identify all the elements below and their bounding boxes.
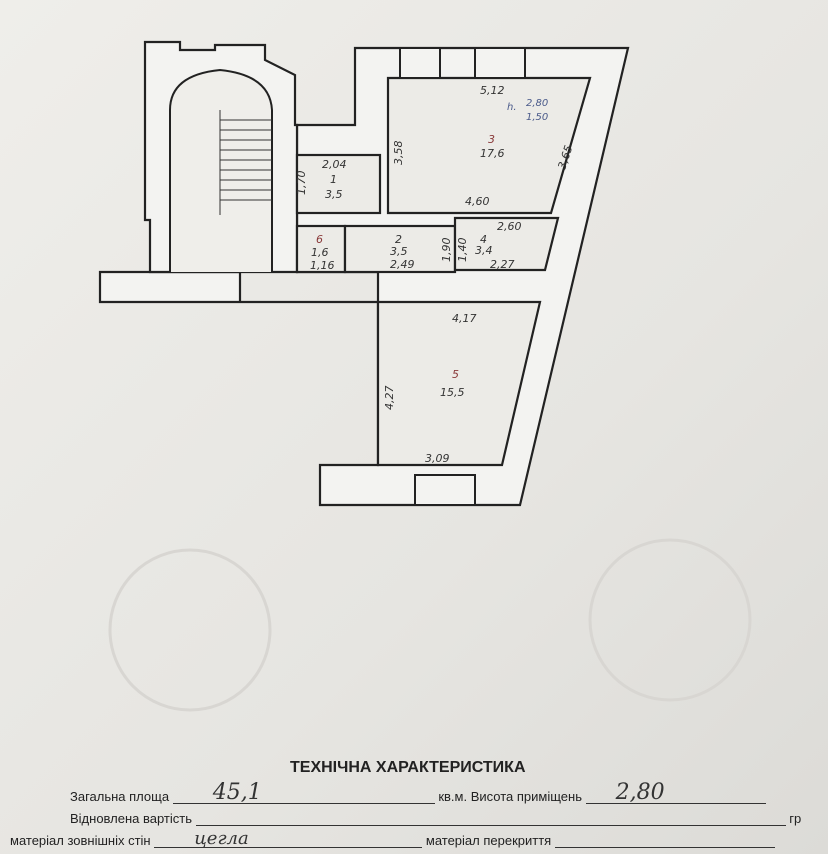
room-6-width: 1,16	[310, 259, 335, 272]
height-value: 2,80	[615, 780, 665, 805]
ceiling-material-field	[554, 833, 775, 848]
room-3-bottom-width: 4,60	[465, 195, 490, 208]
height-note-prefix: h.	[507, 102, 517, 113]
room-4-area: 3,4	[475, 244, 493, 257]
total-area-field: 45,1	[172, 780, 435, 805]
wall-material-label: матеріал зовнішніх стін	[10, 833, 151, 848]
section-title: ТЕХНІЧНА ХАРАКТЕРИСТИКА	[290, 759, 526, 776]
room-3-number: 3	[488, 133, 495, 146]
stairwell	[169, 68, 273, 272]
room-1-length: 1,70	[295, 171, 308, 196]
room-4	[453, 216, 560, 272]
room-5-area: 15,5	[440, 386, 465, 399]
room-1-area: 3,5	[325, 188, 343, 201]
faded-stamp-right	[588, 538, 752, 702]
faded-stamp-left	[108, 548, 272, 712]
room-5	[376, 300, 542, 467]
room-4-width: 2,60	[497, 220, 522, 233]
room-1-width: 2,04	[322, 158, 347, 171]
height-note-bottom: 1,50	[526, 112, 548, 123]
room-5-number: 5	[452, 368, 459, 381]
height-field: 2,80	[585, 780, 766, 805]
room-2-width: 2,49	[390, 258, 415, 271]
currency-label: гр	[789, 811, 802, 826]
room-4-bottom-width: 2,27	[490, 258, 515, 271]
room-3-length: 3,58	[392, 141, 405, 166]
restored-value-field	[195, 811, 786, 826]
stairs	[219, 110, 272, 215]
floor-plan: 2,04 1 3,5 1,70 2 3,5 2,49 1,90 5,12 h. …	[98, 40, 752, 712]
room-4-length: 1,40	[456, 238, 469, 263]
room-5-width: 4,17	[452, 312, 477, 325]
room-1	[295, 153, 382, 215]
room-1-number: 1	[330, 173, 337, 186]
room-5-bottom-width: 3,09	[425, 452, 450, 465]
room-2-length: 1,90	[440, 238, 453, 263]
room-5-length: 4,27	[383, 386, 396, 411]
room-6-area: 1,6	[311, 246, 329, 259]
height-label: Висота приміщень	[470, 789, 582, 804]
room-3-width: 5,12	[480, 84, 505, 97]
room-2	[343, 224, 457, 274]
windows	[399, 47, 526, 506]
area-unit: кв.м.	[438, 789, 468, 804]
room-4-number: 4	[480, 233, 487, 246]
restored-value-label: Відновлена вартість	[70, 811, 193, 826]
ceiling-material-label: матеріал перекриття	[425, 833, 552, 848]
room-2-area: 3,5	[390, 245, 408, 258]
room-3-area: 17,6	[480, 147, 505, 160]
wall-material-value: цегла	[194, 828, 249, 849]
room-6-number: 6	[316, 233, 323, 246]
total-area-label: Загальна площа	[70, 789, 170, 804]
wall-material-field: цегла	[154, 828, 423, 849]
total-area-value: 45,1	[212, 780, 262, 805]
height-note-top: 2,80	[526, 98, 548, 109]
room-2-number: 2	[395, 233, 402, 246]
